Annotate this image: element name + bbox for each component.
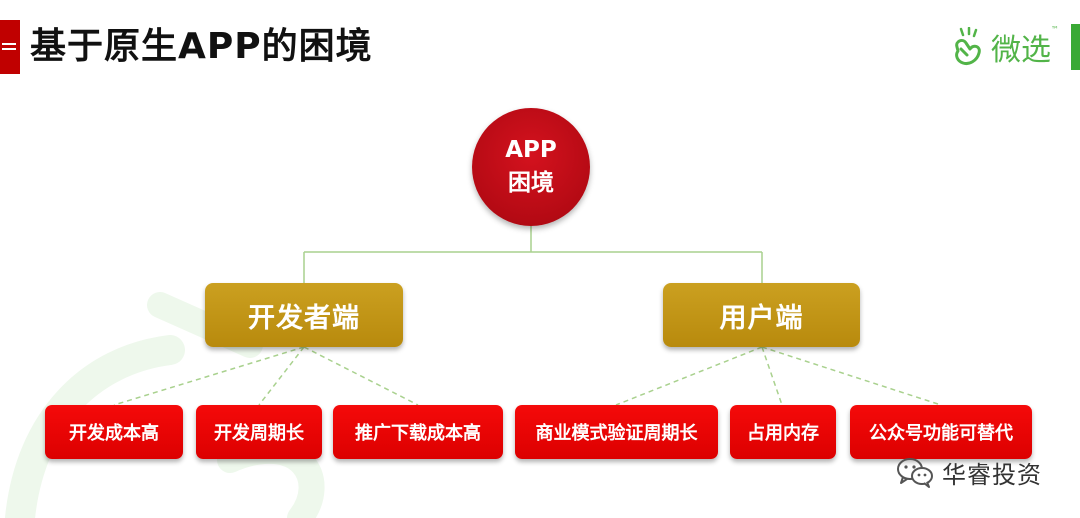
wechat-icon [897,458,933,488]
page-title: 基于原生APP的困境 [30,26,373,67]
branch-node-developer: 开发者端 [205,283,403,347]
leaf-node: 开发周期长 [196,405,322,459]
leaf-connector-5 [761,346,783,406]
root-label-line1: APP [505,137,557,163]
root-label-line2: 困境 [508,170,554,196]
leaf-node: 商业模式验证周期长 [515,405,718,459]
wechat-watermark: 华睿投资 [896,454,1042,490]
leaf-node: 公众号功能可替代 [850,405,1032,459]
brand-name: 微选™ [991,25,1059,68]
root-node: APP 困境 [472,108,590,226]
leaf-connector-3 [303,346,419,406]
leaf-connector-4 [615,346,763,406]
menu-lines-icon [2,43,16,50]
header-accent-bar [0,20,20,74]
leaf-connector-6 [761,346,942,406]
leaf-connector-2 [258,346,305,406]
brand-accent-bar [1071,24,1080,70]
leaf-connector-1 [113,346,305,406]
brand-logo: 微选™ [951,20,1080,74]
leaf-node: 占用内存 [730,405,836,459]
leaf-node: 开发成本高 [45,405,183,459]
wechat-account-name: 华睿投资 [942,460,1042,489]
snap-hand-icon [955,27,981,65]
branch-node-user: 用户端 [663,283,860,347]
leaf-node: 推广下载成本高 [333,405,503,459]
